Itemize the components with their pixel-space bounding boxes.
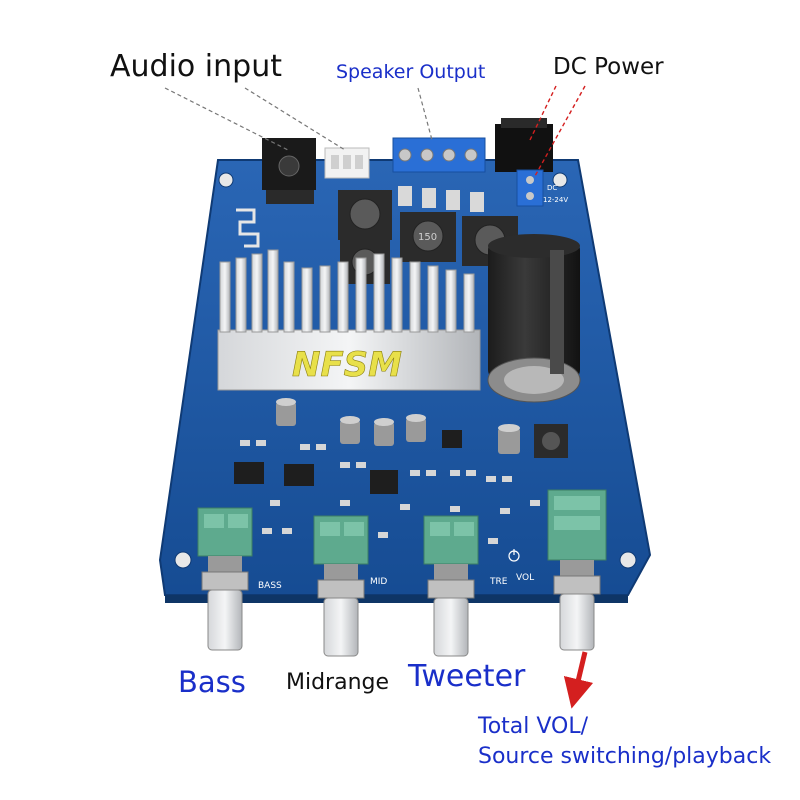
- inductor: [338, 190, 392, 240]
- inductor: [400, 212, 456, 262]
- silk-voltage: 12-24V: [543, 196, 568, 204]
- audio-input-label: Audio input: [110, 49, 282, 84]
- dc-power-jack: [495, 118, 553, 172]
- op-amp-chip: [284, 464, 314, 486]
- bass-potentiometer: [197, 507, 253, 651]
- watermark: NFSM: [292, 345, 402, 385]
- control-chip: [370, 470, 398, 494]
- small-capacitor: [340, 416, 360, 444]
- small-capacitor: [276, 398, 296, 426]
- small-capacitor: [498, 424, 520, 454]
- electrolytic-capacitor: [487, 234, 581, 403]
- heatsink: [217, 249, 481, 391]
- dc-power-pointer: [534, 85, 586, 177]
- silk-bass: BASS: [258, 581, 282, 591]
- total-vol-label: Total VOL/: [478, 714, 589, 739]
- pcb-edge: [165, 595, 628, 603]
- tweeter-label: Tweeter: [408, 659, 526, 694]
- dc-terminal-block: [516, 169, 544, 207]
- dc-power-pointer: [529, 85, 557, 141]
- silk-mid: MID: [370, 577, 387, 587]
- midrange-label: Midrange: [286, 670, 390, 695]
- inductor-code: 150: [418, 232, 437, 243]
- input-connector: [324, 147, 370, 179]
- speaker-output-pointer: [417, 87, 433, 141]
- smd-components: [240, 440, 540, 544]
- dc-power-label: DC Power: [553, 54, 664, 80]
- silk-dc: DC: [547, 184, 557, 192]
- power-icon: [508, 549, 520, 562]
- tre-potentiometer: [423, 515, 479, 657]
- mounting-hole: [619, 551, 637, 569]
- mid-potentiometer: [313, 515, 369, 657]
- speaker-output-label: Speaker Output: [336, 61, 486, 83]
- bass-label: Bass: [178, 665, 246, 699]
- antenna-trace: [236, 208, 260, 248]
- mounting-hole: [174, 551, 192, 569]
- vol-arrow: [563, 651, 594, 709]
- vol-potentiometer: [547, 489, 607, 651]
- small-inductor: [534, 424, 568, 458]
- small-capacitor: [406, 414, 426, 442]
- audio-input-pointer: [244, 87, 346, 151]
- mounting-hole: [218, 172, 234, 188]
- audio-input-pointer: [164, 87, 289, 151]
- source-switching-label: Source switching/playback: [478, 744, 772, 769]
- speaker-terminal-block: [392, 137, 486, 173]
- resistor-row: [398, 186, 484, 212]
- op-amp-chip: [234, 462, 264, 484]
- small-capacitor: [374, 418, 394, 446]
- silk-tre: TRE: [489, 577, 508, 587]
- audio-jack: [262, 138, 316, 204]
- silk-vol: VOL: [516, 573, 534, 583]
- mounting-hole: [552, 172, 568, 188]
- transistor: [442, 430, 462, 448]
